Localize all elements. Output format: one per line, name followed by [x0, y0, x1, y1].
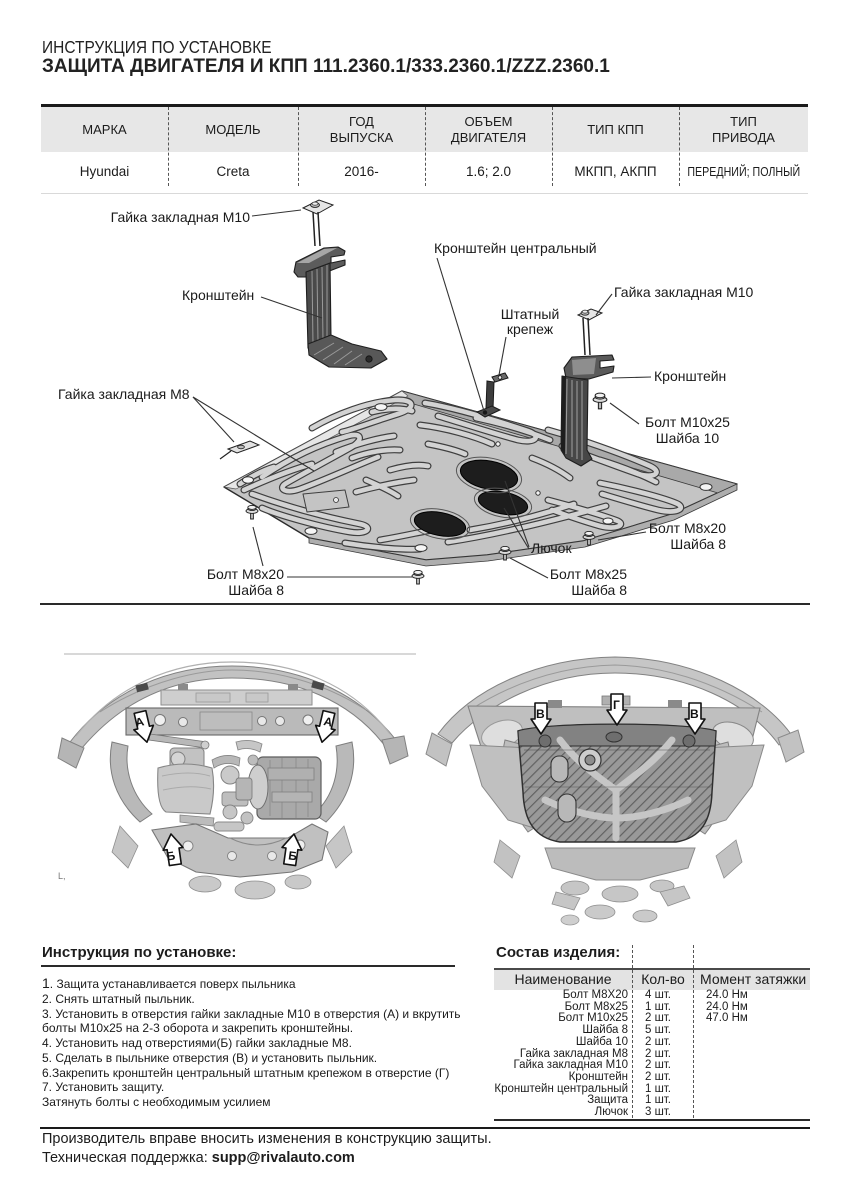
svg-text:А: А: [134, 714, 146, 730]
svg-text:В: В: [536, 707, 545, 721]
svg-text:Б: Б: [288, 848, 299, 863]
svg-text:А: А: [322, 714, 334, 730]
svg-text:Г: Г: [613, 698, 620, 712]
svg-text:L,: L,: [58, 871, 66, 881]
svg-text:В: В: [690, 707, 699, 721]
svg-text:Б: Б: [166, 848, 177, 863]
